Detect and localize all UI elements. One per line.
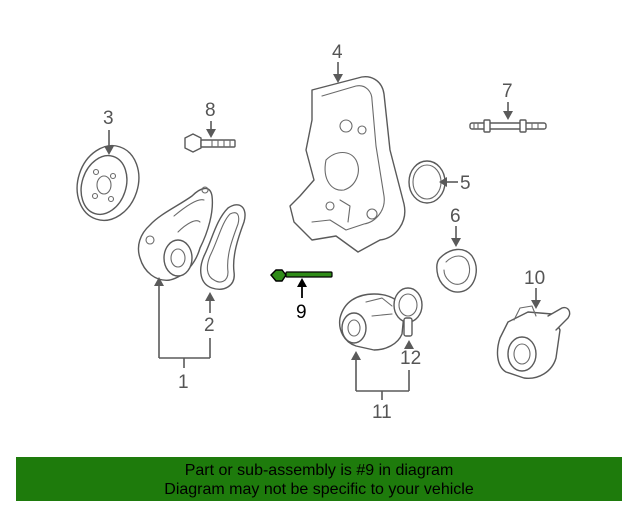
callout-9: 9 xyxy=(296,302,307,323)
part-pulley xyxy=(76,144,140,222)
callout-6: 6 xyxy=(450,206,461,227)
callout-12: 12 xyxy=(400,348,421,369)
callout-5: 5 xyxy=(460,173,471,194)
info-banner: Part or sub-assembly is #9 in diagram Di… xyxy=(16,457,622,501)
callout-11: 11 xyxy=(372,402,392,423)
leader-lines xyxy=(104,62,541,400)
part-thermostat-housing xyxy=(338,293,405,351)
banner-line-2: Diagram may not be specific to your vehi… xyxy=(164,481,474,498)
callout-1: 1 xyxy=(178,372,189,393)
part-outlet-housing xyxy=(496,305,571,379)
callout-10: 10 xyxy=(524,268,545,289)
banner-line-1: Part or sub-assembly is #9 in diagram xyxy=(184,462,454,479)
part-pump-gasket xyxy=(200,204,246,290)
part-thermostat-gasket xyxy=(435,248,477,293)
callout-3: 3 xyxy=(103,108,114,129)
part-stud xyxy=(469,119,547,133)
part-thermostat xyxy=(393,287,423,337)
callout-7: 7 xyxy=(502,81,513,102)
callout-2: 2 xyxy=(204,315,215,336)
callout-8: 8 xyxy=(205,100,216,121)
callout-4: 4 xyxy=(332,42,343,63)
part-housing-bracket xyxy=(289,76,406,253)
part-water-pump xyxy=(137,186,214,281)
part-bolt-8 xyxy=(184,133,236,153)
part-bolt-9-highlighted xyxy=(270,269,333,282)
